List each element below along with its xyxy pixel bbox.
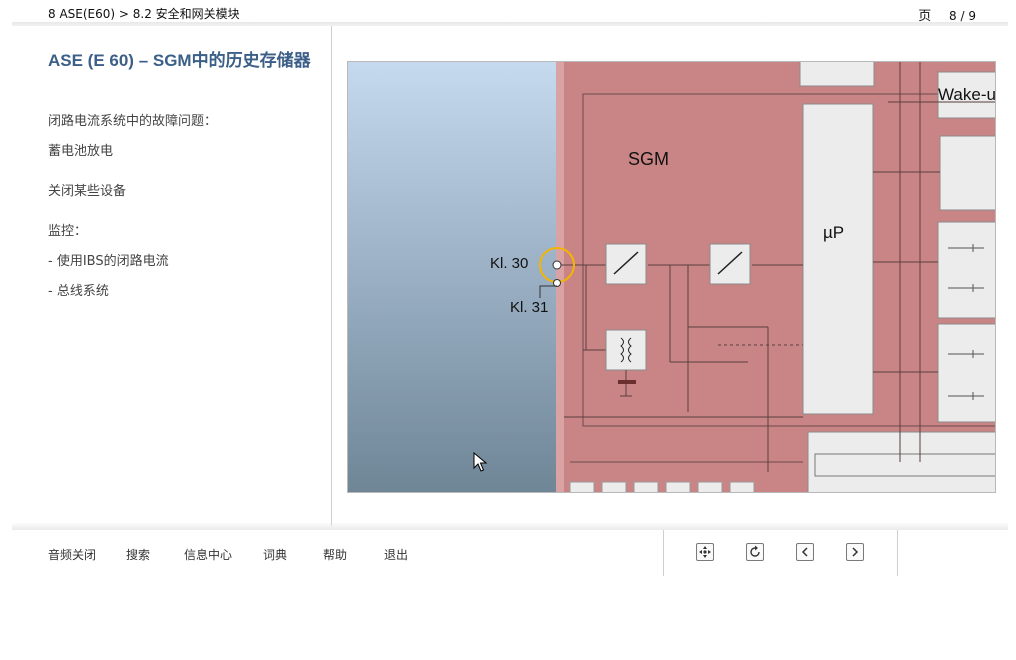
page-number: 8 / 9 (949, 9, 976, 23)
right-box-1 (939, 135, 995, 211)
bottom-connectors (569, 481, 755, 492)
mouse-cursor-icon (473, 452, 487, 472)
kl31-terminal (553, 279, 561, 287)
sgm-diagram-svg: SGM Wake-u µP (348, 62, 995, 492)
move-icon[interactable] (696, 543, 714, 561)
module-edge (556, 62, 566, 492)
up-label: µP (823, 223, 844, 242)
exit-button[interactable]: 退出 (384, 548, 409, 562)
sgm-diagram: SGM Wake-u µP (347, 61, 996, 493)
page-title: ASE (E 60) – SGM中的历史存储器 (48, 51, 311, 70)
bottom-box (807, 431, 995, 492)
info-center-button[interactable]: 信息中心 (184, 548, 233, 562)
refresh-icon[interactable] (746, 543, 764, 561)
text-panel: ASE (E 60) – SGM中的历史存储器 闭路电流系统中的故障问题： 蓄电… (12, 26, 332, 526)
sgm-label: SGM (628, 149, 669, 169)
connector-marks (948, 244, 984, 400)
bottom-shadow (12, 522, 1008, 532)
text-line-devices: 关闭某些设备 (48, 184, 127, 199)
text-line-battery: 蓄电池放电 (48, 144, 114, 159)
blue-background (348, 62, 558, 492)
sgm-inner-frame (582, 93, 995, 427)
text-line-monitor: 监控： (48, 224, 88, 239)
bottom-bus (814, 453, 995, 477)
text-line-bus: - 总线系统 (48, 284, 109, 299)
next-icon[interactable] (846, 543, 864, 561)
wake-box (937, 71, 995, 119)
help-button[interactable]: 帮助 (323, 548, 348, 562)
capacitor-symbol (618, 380, 636, 384)
toolbar-divider-right (897, 530, 898, 576)
transformer-box (605, 329, 647, 371)
microprocessor-box (802, 103, 874, 415)
content-area: ASE (E 60) – SGM中的历史存储器 闭路电流系统中的故障问题： 蓄电… (12, 26, 1008, 526)
right-box-3 (937, 323, 995, 423)
page-indicator: 页 8 / 9 (918, 5, 976, 24)
text-line-ibs: - 使用IBS的闭路电流 (48, 254, 169, 269)
search-button[interactable]: 搜索 (126, 548, 151, 562)
breadcrumb[interactable]: 8 ASE(E60) > 8.2 安全和网关模块 (48, 7, 240, 21)
transformer-symbol (620, 337, 632, 363)
page-label: 页 (918, 9, 932, 24)
glossary-button[interactable]: 词典 (263, 548, 288, 562)
wake-label: Wake-u (938, 85, 995, 104)
kl30-label: Kl. 30 (490, 255, 528, 272)
sensor-arrow-2 (717, 251, 743, 275)
toolbar-divider-left (663, 530, 664, 576)
text-line-issue: 闭路电流系统中的故障问题： (48, 114, 218, 129)
wiring (558, 62, 995, 472)
prev-icon[interactable] (796, 543, 814, 561)
kl31-label: Kl. 31 (510, 299, 548, 316)
top-box (799, 62, 875, 87)
bottom-toolbar: 音频关闭 搜索 信息中心 词典 帮助 退出 (0, 530, 1016, 660)
sensor-arrow-1 (613, 251, 639, 275)
top-bar: 8 ASE(E60) > 8.2 安全和网关模块 页 8 / 9 (0, 0, 1016, 26)
kl31-lead (539, 285, 557, 298)
audio-off-button[interactable]: 音频关闭 (48, 548, 97, 562)
kl30-terminal (552, 260, 562, 270)
right-box-2 (937, 221, 995, 319)
